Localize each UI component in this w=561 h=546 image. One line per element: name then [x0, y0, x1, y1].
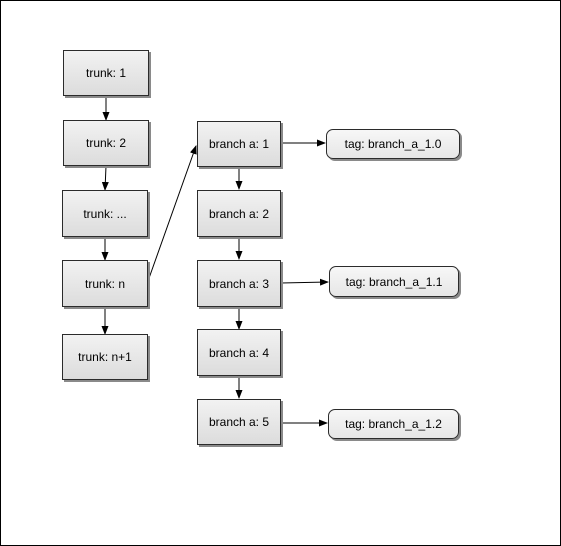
node-trunk-n: trunk: n — [62, 260, 148, 307]
node-branch-a-3: branch a: 3 — [197, 260, 281, 307]
node-trunk-n-plus-1: trunk: n+1 — [62, 334, 148, 380]
edge-brancha3-tag11 — [280, 278, 329, 286]
node-trunk-1: trunk: 1 — [63, 50, 149, 96]
node-branch-a-4: branch a: 4 — [197, 329, 281, 376]
node-trunk-2: trunk: 2 — [63, 120, 149, 166]
node-tag-branch-a-1-1: tag: branch_a_1.1 — [329, 266, 459, 297]
node-tag-branch-a-1-0: tag: branch_a_1.0 — [326, 129, 460, 159]
node-tag-branch-a-1-2: tag: branch_a_1.2 — [328, 409, 459, 439]
node-branch-a-1: branch a: 1 — [197, 121, 281, 167]
node-trunk-dots: trunk: ... — [62, 190, 148, 237]
node-branch-a-2: branch a: 2 — [197, 190, 281, 237]
edge-trunk2-trunkdots — [101, 165, 109, 191]
node-branch-a-5: branch a: 5 — [197, 399, 281, 445]
edge-trunkn-brancha1 — [147, 145, 197, 282]
